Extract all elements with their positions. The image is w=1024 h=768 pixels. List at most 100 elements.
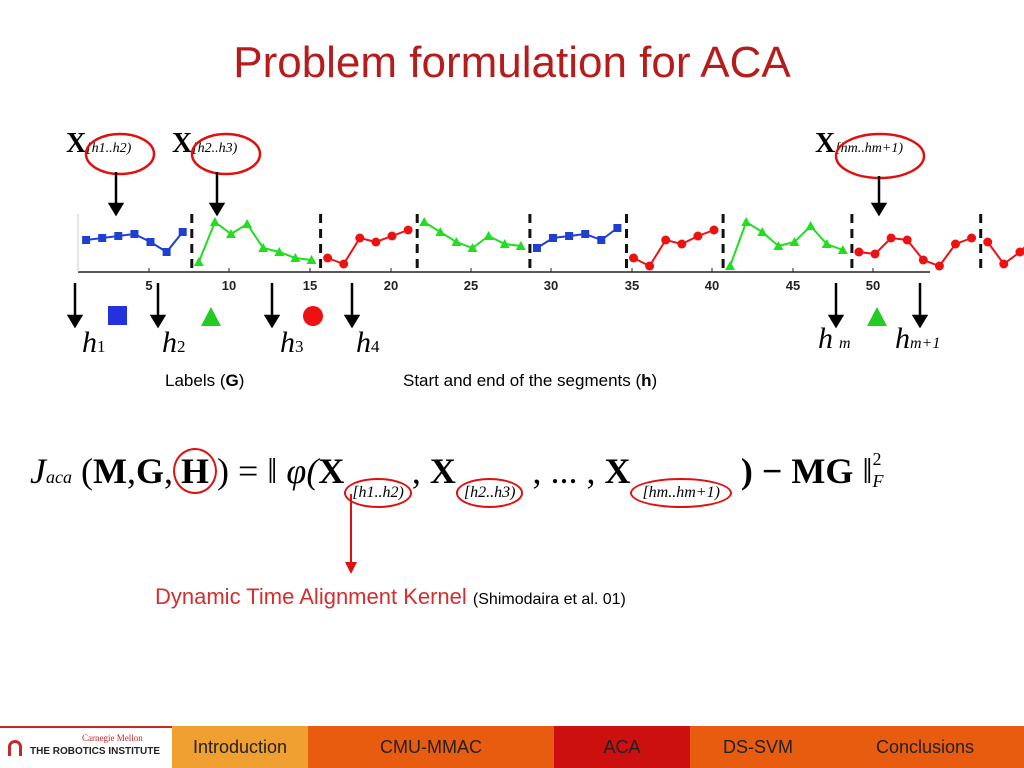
data-point <box>789 237 800 246</box>
data-point <box>902 235 912 245</box>
data-point <box>725 261 736 270</box>
x-tick-label: 15 <box>303 278 317 293</box>
data-point <box>709 225 719 235</box>
tab-ds-svm[interactable]: DS-SVM <box>690 726 826 768</box>
tab-cmu-mmac[interactable]: CMU-MMAC <box>308 726 554 768</box>
objective-equation: Jaca (M,G,H) = ‖ φ(X[h1..h2), X[h2..h3) … <box>30 448 884 508</box>
data-point <box>403 225 413 235</box>
data-point <box>98 234 107 242</box>
x-tick-label: 10 <box>222 278 236 293</box>
data-point <box>532 244 541 252</box>
h4-label: h4 <box>356 326 380 359</box>
data-point <box>193 257 204 266</box>
labels-caption: Labels (G) <box>165 371 245 390</box>
data-point <box>290 253 301 262</box>
data-point <box>597 236 606 244</box>
tab-aca[interactable]: ACA <box>554 726 690 768</box>
data-point <box>837 245 848 254</box>
data-point <box>130 230 139 238</box>
data-point <box>371 237 381 247</box>
data-point <box>339 259 349 269</box>
x-tick-label: 40 <box>705 278 719 293</box>
data-point <box>226 229 236 238</box>
data-point <box>1015 247 1024 257</box>
series-line <box>536 227 618 249</box>
dtak-arrow <box>345 494 357 574</box>
data-point <box>773 241 784 250</box>
data-point <box>870 249 880 259</box>
data-point <box>178 228 187 236</box>
data-point <box>967 233 977 243</box>
segments-caption: Start and end of the segments (h) <box>403 371 658 390</box>
data-point <box>162 248 171 256</box>
data-point <box>983 237 993 247</box>
x-tick-label: 50 <box>866 278 880 293</box>
robot-icon <box>8 740 22 756</box>
eq-sub-2: [h2..h3) <box>455 478 524 508</box>
label-circle-red <box>303 306 323 326</box>
x-tick-label: 35 <box>625 278 639 293</box>
data-point <box>306 255 317 264</box>
data-point <box>757 227 768 236</box>
x-label-seg2: X[h2..h3) <box>172 128 238 159</box>
data-point <box>387 231 397 241</box>
data-point <box>693 231 703 241</box>
hm1-label: hm+1 <box>895 322 941 355</box>
h1-label: h1 <box>82 326 106 359</box>
highlight-circle <box>834 132 926 180</box>
data-point <box>515 241 526 250</box>
data-point <box>999 259 1009 269</box>
data-point <box>323 253 333 263</box>
data-point <box>821 239 832 248</box>
x-label-seg1: X[h1..h2) <box>66 128 132 159</box>
data-point <box>741 217 752 226</box>
data-point <box>565 232 574 240</box>
x-tick-label: 45 <box>786 278 800 293</box>
data-point <box>467 243 478 252</box>
data-point <box>82 236 91 244</box>
h-matrix: H <box>172 448 217 494</box>
x-tick-label: 25 <box>464 278 478 293</box>
eq-sub-1: [h1..h2) <box>344 478 412 508</box>
slide-title: Problem formulation for ACA <box>233 38 791 87</box>
data-point <box>918 255 928 265</box>
data-point <box>951 239 960 249</box>
highlight-circle <box>84 132 156 176</box>
data-point <box>854 247 864 257</box>
data-point <box>677 239 687 249</box>
x-tick-label: 5 <box>145 278 152 293</box>
data-point <box>549 234 557 242</box>
footer-nav: Carnegie Mellon THE ROBOTICS INSTITUTE I… <box>0 726 1024 768</box>
h3-label: h3 <box>280 326 304 359</box>
x-tick-label: 20 <box>384 278 398 293</box>
cmu-logo: Carnegie Mellon THE ROBOTICS INSTITUTE <box>0 726 172 768</box>
tab-introduction[interactable]: Introduction <box>172 726 308 768</box>
data-point <box>242 219 253 228</box>
x-label-segm: X[hm..hm+1) <box>815 128 904 159</box>
data-point <box>274 247 285 256</box>
data-point <box>581 230 590 238</box>
data-point <box>934 261 944 271</box>
data-point <box>805 221 816 230</box>
data-point <box>613 224 622 232</box>
data-point <box>451 237 462 246</box>
data-point <box>419 217 430 226</box>
data-point <box>483 231 494 240</box>
h2-label: h2 <box>162 326 186 359</box>
data-point <box>499 239 510 248</box>
label-triangle-green <box>201 307 221 326</box>
data-point <box>355 233 365 243</box>
label-square-blue <box>108 306 127 325</box>
data-point <box>435 227 446 236</box>
data-point <box>146 238 155 246</box>
data-point <box>661 235 671 245</box>
tab-conclusions[interactable]: Conclusions <box>826 726 1024 768</box>
data-point <box>645 261 655 271</box>
dtak-caption: Dynamic Time Alignment Kernel (Shimodair… <box>155 584 626 609</box>
data-point <box>114 232 123 240</box>
data-point <box>209 217 220 226</box>
label-triangle-green <box>867 307 887 326</box>
